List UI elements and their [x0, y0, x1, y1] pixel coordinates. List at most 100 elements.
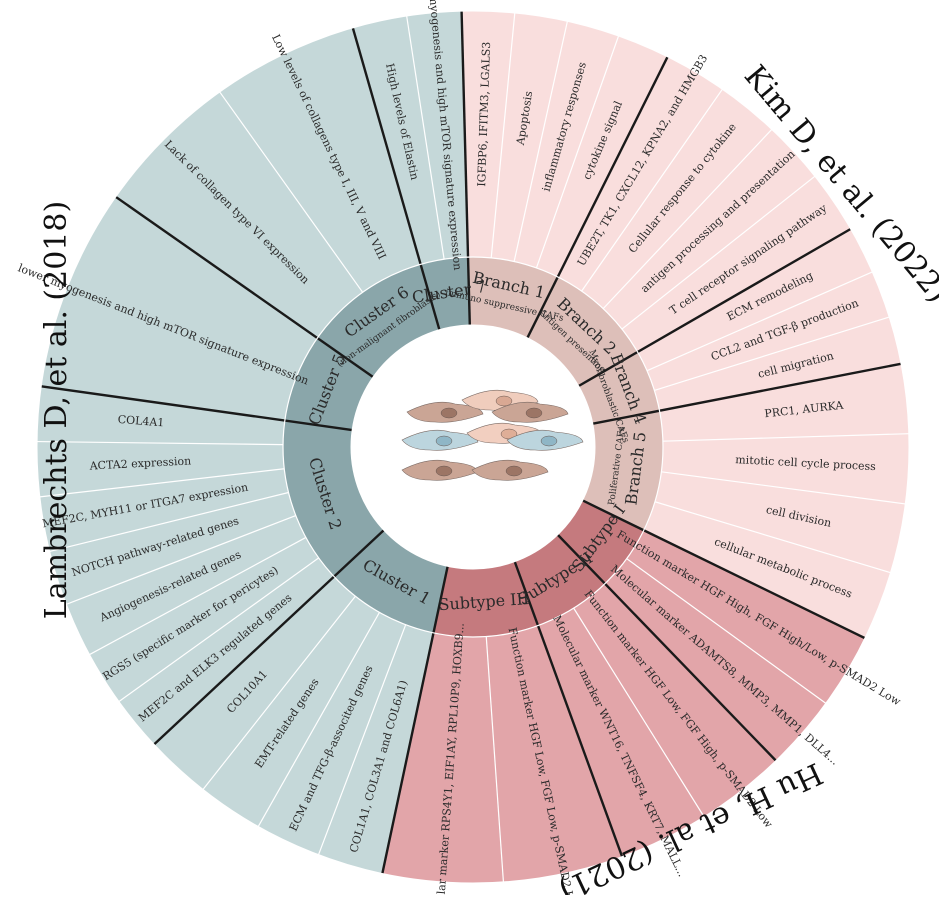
subtype-iii-item-sector [486, 625, 623, 882]
branch-2-inner-sector [527, 276, 638, 386]
cell-nucleus [440, 407, 458, 419]
cluster-1-inner-sector [334, 530, 448, 633]
group-divider [578, 227, 852, 388]
branch-1-item-label: IGFBP6, IFITM3, LGALS3 [475, 41, 493, 186]
outer-ring [36, 10, 910, 884]
item-divider [202, 595, 356, 790]
group-divider [41, 385, 353, 432]
cluster-2-item-label: ACTA2 expression [88, 454, 191, 472]
author-label-blue: Lambrechts D, et al. (2018) [39, 201, 74, 619]
group-divider [556, 533, 777, 762]
inner-ring [350, 324, 596, 570]
item-divider [602, 129, 773, 310]
subtype-i-item-sector [604, 558, 826, 761]
cell-nucleus [540, 435, 558, 447]
cluster-2-item-sector [39, 468, 289, 552]
cell-nucleus [435, 435, 453, 447]
cluster-6-inner-sector [317, 264, 440, 378]
cell-nucleus [505, 465, 523, 477]
item-divider [49, 491, 289, 553]
item-divider [581, 88, 723, 292]
cell-nucleus [525, 407, 543, 419]
group-divider [153, 529, 385, 746]
item-divider [646, 271, 873, 372]
cluster-7-item-sector [406, 11, 469, 260]
subtype-ii-item-sector [573, 583, 776, 817]
item-divider [89, 536, 307, 656]
item-divider [654, 501, 891, 574]
branch-1-item-sector [536, 36, 668, 277]
item-divider [66, 514, 297, 605]
item-divider [485, 636, 505, 882]
item-divider [662, 433, 909, 442]
branch-2-item-sector [581, 89, 772, 309]
branch-4-item-sector [637, 229, 873, 371]
cluster-6-item-sector [219, 27, 421, 293]
group-divider [351, 27, 441, 331]
branch-1-inner-sector [468, 256, 558, 338]
cluster-2-item-sector [118, 557, 335, 745]
cluster-2-item-label: COL4A1 [117, 413, 165, 430]
branch-5-item-sector [654, 471, 906, 573]
item-divider [39, 468, 285, 498]
item-divider [573, 607, 705, 818]
branch-1-item-sector [514, 21, 619, 268]
branch-2-item-sector [621, 176, 851, 352]
center-cells-illustration [401, 389, 584, 481]
item-divider [490, 12, 516, 258]
item-divider [219, 91, 364, 293]
mid-ring [282, 256, 664, 638]
group-divider [592, 362, 902, 425]
cluster-2-item-sector [49, 492, 296, 605]
branch-4-item-sector [647, 271, 890, 391]
cluster-2-item-sector [37, 386, 285, 445]
item-divider [535, 35, 620, 269]
cell-nucleus [495, 395, 513, 407]
cluster-6-item-sector [115, 92, 363, 339]
branch-5-item-sector [643, 501, 891, 639]
cluster-1-item-sector [154, 576, 356, 790]
cluster-5-inner-sector [284, 338, 374, 431]
branch-2-item-sector [557, 56, 723, 292]
cluster-1-item-sector [258, 612, 406, 855]
item-divider [37, 440, 284, 446]
subtype-ii-inner-sector [514, 534, 605, 626]
cluster-2-item-sector [37, 441, 285, 497]
group-divider [460, 11, 472, 326]
cluster-5-item-sector [41, 196, 318, 421]
item-divider [654, 316, 890, 391]
item-divider [513, 21, 568, 262]
group-divider [115, 195, 374, 379]
item-divider [621, 175, 816, 330]
cell-nucleus [435, 465, 453, 477]
item-divider [118, 557, 320, 702]
item-divider [317, 624, 407, 855]
branch-4-item-sector [654, 317, 901, 411]
branch-5-inner-sector [582, 410, 664, 531]
group-divider [582, 499, 866, 640]
item-divider [257, 612, 380, 827]
item-divider [626, 558, 827, 704]
cluster-2-item-sector [66, 515, 306, 655]
group-divider [526, 56, 669, 339]
branch-1-item-sector [461, 10, 515, 258]
subtype-iii-inner-sector [433, 561, 538, 637]
subtype-iii-item-sector [382, 632, 504, 883]
subtype-i-inner-sector [557, 500, 644, 584]
item-divider [661, 471, 906, 505]
branch-2-item-sector [603, 129, 815, 330]
subtype-i-item-sector [626, 530, 865, 704]
item-divider [406, 15, 445, 260]
wheel-segments [37, 10, 909, 883]
cluster-2-inner-sector [283, 420, 384, 577]
branch-5-item-sector [661, 433, 909, 504]
branch-4-inner-sector [578, 352, 660, 424]
branch-5-item-sector [659, 363, 909, 442]
cluster-7-inner-sector [420, 257, 470, 330]
cluster-2-item-sector [89, 537, 319, 702]
group-divider [513, 561, 624, 858]
cluster-7-item-sector [352, 16, 445, 265]
group-divider [381, 566, 449, 874]
